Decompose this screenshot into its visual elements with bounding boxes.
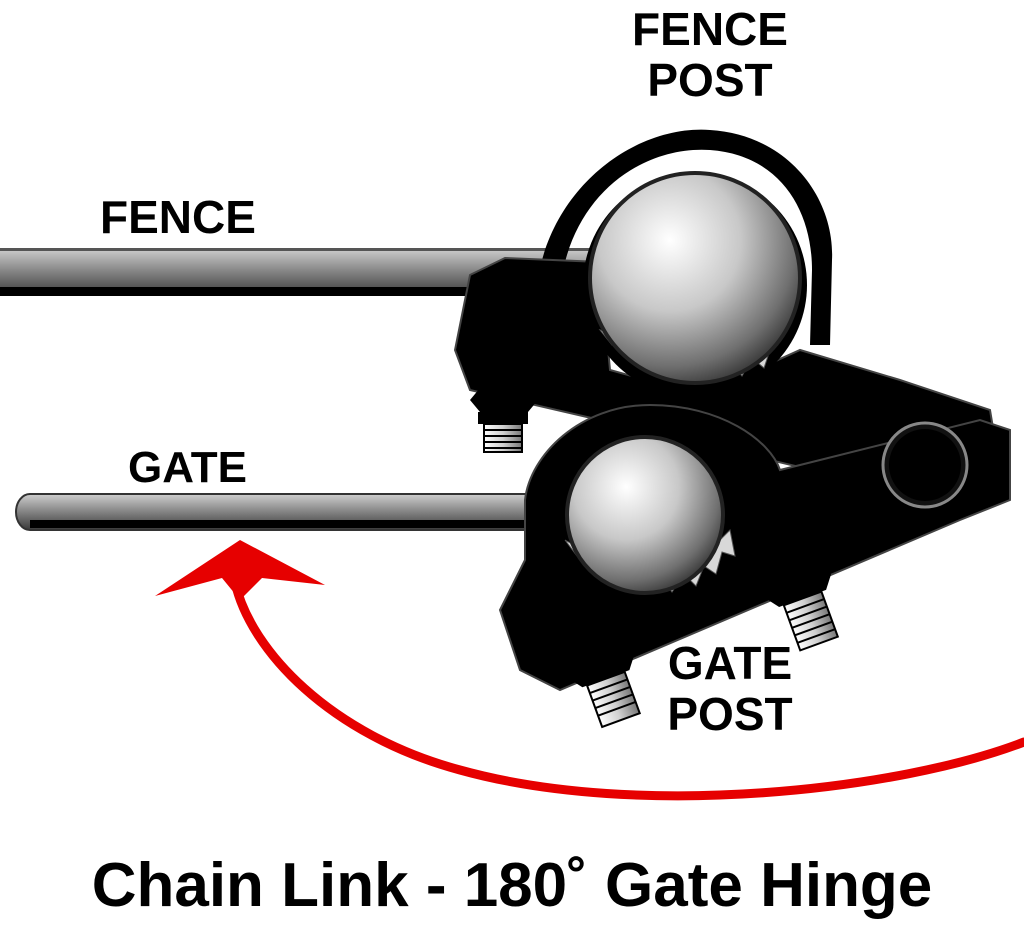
bolt-lower-middle (568, 645, 642, 729)
bolt-lower-right (765, 565, 840, 652)
fence-post (588, 171, 802, 385)
diagram-caption: Chain Link - 180˚ Gate Hinge (91, 851, 933, 920)
label-fence-post: FENCE POST (600, 4, 820, 105)
label-fence: FENCE (100, 191, 256, 243)
gate-rail (15, 493, 561, 531)
label-gate: GATE (128, 443, 247, 492)
bolt-upper-left (470, 388, 538, 453)
label-fence-post-line2: POST (647, 53, 773, 106)
gate-post (565, 435, 725, 595)
label-gate-post-line2: POST (667, 687, 793, 740)
swing-arrow (155, 540, 1024, 801)
label-gate-post: GATE POST (640, 638, 820, 739)
label-gate-post-line1: GATE (667, 637, 793, 689)
label-fence-post-line1: FENCE (632, 3, 788, 55)
